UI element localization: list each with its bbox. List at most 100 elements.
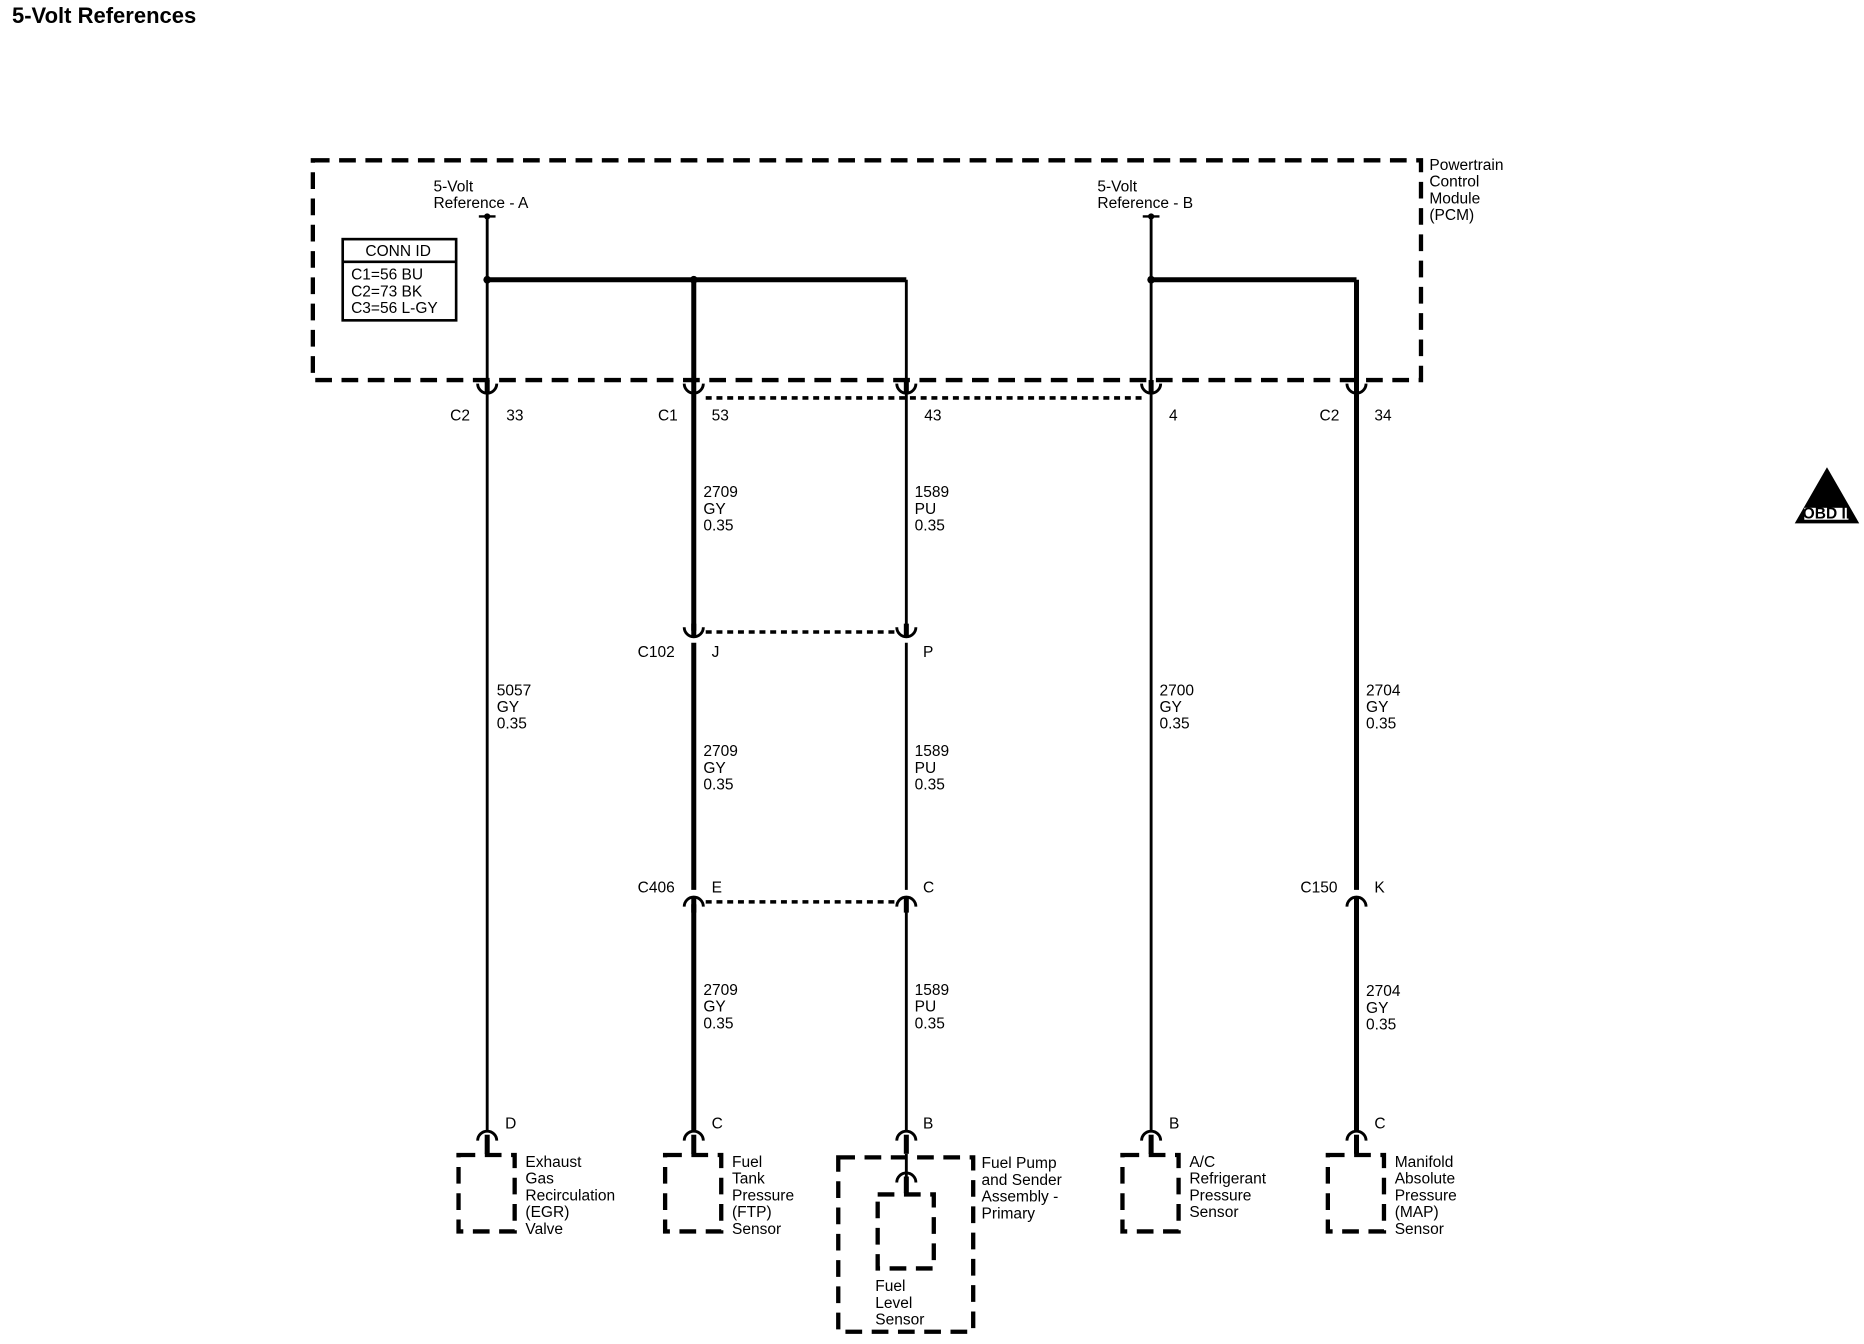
obd-icon-symbol: II <box>1822 489 1831 506</box>
component-label-line: Pressure <box>1395 1187 1457 1204</box>
connector-name: C102 <box>638 644 675 661</box>
reference-a-label: 5-Volt Reference - A <box>433 178 529 212</box>
wire-label-line: 0.35 <box>703 1015 733 1032</box>
wire-label-line: 1589 <box>915 484 950 501</box>
pcm-label-line: Module <box>1429 190 1480 207</box>
ac-label: A/C Refrigerant Pressure Sensor <box>1189 1154 1270 1221</box>
wire-label-line: 0.35 <box>915 777 945 794</box>
map-sensor-component <box>1325 1129 1387 1234</box>
wire-label-line: 0.35 <box>703 517 733 534</box>
wire-label-ftp-1: 2709 GY 0.35 <box>703 484 742 534</box>
wire-label-egr: 5057 GY 0.35 <box>497 682 536 732</box>
pin-letter: D <box>505 1116 516 1133</box>
wire-label-line: 0.35 <box>1366 716 1396 733</box>
pcm-connector-ftp <box>682 380 705 395</box>
component-label-line: Gas <box>525 1171 554 1188</box>
reference-b-line: Reference - B <box>1097 195 1193 212</box>
conn-id-table: CONN ID C1=56 BU C2=73 BK C3=56 L-GY <box>341 237 458 322</box>
obd-icon-text: OBD II <box>1803 506 1850 523</box>
component-label-line: (FTP) <box>732 1204 772 1221</box>
pin-letter: K <box>1374 879 1385 896</box>
component-label-line: Fuel Pump <box>982 1155 1057 1172</box>
wire-label-line: 2704 <box>1366 682 1401 699</box>
ftp-label: Fuel Tank Pressure (FTP) Sensor <box>732 1154 798 1238</box>
pin-letter: E <box>712 879 722 896</box>
conn-id-title: CONN ID <box>365 243 431 260</box>
component-label-line: Level <box>875 1295 912 1312</box>
inline-connector-c102 <box>682 623 918 639</box>
wire-label-ftp-3: 2709 GY 0.35 <box>703 982 742 1032</box>
wire-label-fuel-1: 1589 PU 0.35 <box>915 484 954 534</box>
pin-letter: B <box>1169 1116 1179 1133</box>
conn-id-line: C1=56 BU <box>351 267 423 284</box>
component-label-line: (MAP) <box>1395 1204 1439 1221</box>
egr-label: Exhaust Gas Recirculation (EGR) Valve <box>525 1154 619 1238</box>
wire-label-line: 0.35 <box>915 1015 945 1032</box>
wire-label-map-2: 2704 GY 0.35 <box>1366 983 1405 1033</box>
pin-letter: C <box>712 1116 723 1133</box>
conn-id-line: C3=56 L-GY <box>351 300 438 317</box>
wire-label-line: 5057 <box>497 682 532 699</box>
reference-a-line: 5-Volt <box>433 178 473 195</box>
egr-valve-component <box>456 1129 517 1234</box>
pin-number: 43 <box>924 408 941 425</box>
obd-ii-icon: II OBD II <box>1794 467 1860 524</box>
wire-label-line: PU <box>915 760 937 777</box>
component-label-line: Primary <box>982 1205 1036 1222</box>
component-label-line: and Sender <box>982 1172 1062 1189</box>
component-label-line: Tank <box>732 1171 765 1188</box>
pin-letter: B <box>923 1116 933 1133</box>
wire-label-line: GY <box>1366 1000 1389 1017</box>
pcm-label-line: (PCM) <box>1429 207 1474 224</box>
wire-label-line: 0.35 <box>1366 1017 1396 1034</box>
pcm-connector-map <box>1345 380 1368 395</box>
wire-label-line: 0.35 <box>497 716 527 733</box>
component-label-line: Exhaust <box>525 1154 582 1171</box>
page-title: 5-Volt References <box>12 3 197 28</box>
fuel-pump-label: Fuel Pump and Sender Assembly - Primary <box>982 1155 1067 1222</box>
pcm-label: Powertrain Control Module (PCM) <box>1429 157 1507 224</box>
component-label-line: (EGR) <box>525 1204 569 1221</box>
wire-label-line: 0.35 <box>1159 716 1189 733</box>
component-label-line: Refrigerant <box>1189 1171 1266 1188</box>
wire-label-line: 2709 <box>703 484 738 501</box>
wire-label-line: 0.35 <box>915 517 945 534</box>
pin-number: 4 <box>1169 408 1178 425</box>
wire-label-fuel-3: 1589 PU 0.35 <box>915 982 954 1032</box>
component-label-line: Pressure <box>732 1187 794 1204</box>
wire-label-line: 2704 <box>1366 983 1401 1000</box>
component-label-line: A/C <box>1189 1154 1215 1171</box>
component-label-line: Fuel <box>732 1154 762 1171</box>
pcm-connector-ac <box>1140 380 1163 395</box>
pcm-label-line: Powertrain <box>1429 157 1503 174</box>
splice-dot <box>1147 275 1155 284</box>
pin-letter: C <box>923 879 934 896</box>
wire-label-line: 0.35 <box>703 777 733 794</box>
wire-label-line: GY <box>703 999 726 1016</box>
component-label-line: Assembly - <box>982 1189 1059 1206</box>
ac-pressure-sensor-component <box>1120 1129 1181 1234</box>
pin-number: 33 <box>506 408 523 425</box>
connector-name: C2 <box>1319 408 1339 425</box>
reference-b-line: 5-Volt <box>1097 178 1137 195</box>
wire-label-map-1: 2704 GY 0.35 <box>1366 682 1405 732</box>
pin-number: 34 <box>1374 408 1392 425</box>
splice-dot <box>689 275 698 284</box>
fuel-level-label: Fuel Level Sensor <box>875 1278 924 1328</box>
connector-name: C1 <box>658 408 678 425</box>
wire-label-line: 2709 <box>703 982 738 999</box>
pcm-connector-egr <box>476 380 499 395</box>
wire-label-line: 1589 <box>915 743 950 760</box>
inline-connector-c406 <box>682 895 918 913</box>
component-label-line: Sensor <box>732 1221 781 1238</box>
pcm-connector-fuel <box>895 380 918 395</box>
component-label-line: Sensor <box>1395 1221 1444 1238</box>
wire-label-line: GY <box>703 760 726 777</box>
component-label-line: Valve <box>525 1221 563 1238</box>
wire-label-line: 2700 <box>1159 682 1194 699</box>
component-label-line: Pressure <box>1189 1187 1251 1204</box>
wire-label-line: GY <box>497 699 520 716</box>
component-label-line: Absolute <box>1395 1171 1455 1188</box>
component-label-line: Sensor <box>875 1312 924 1329</box>
